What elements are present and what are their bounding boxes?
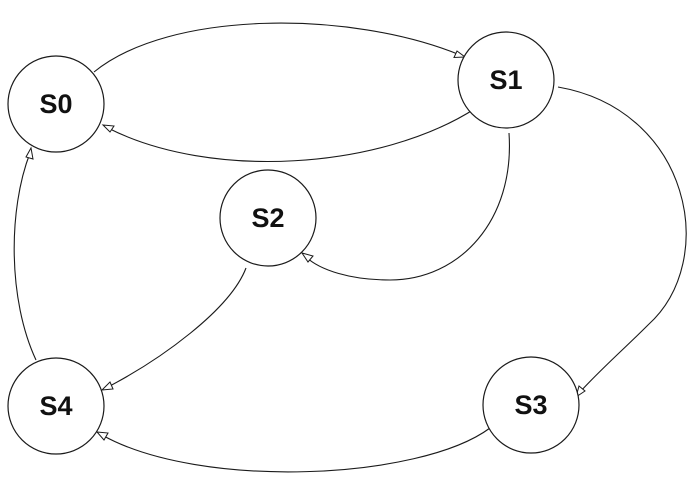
node-s0-circle [7,55,105,153]
node-s0: S0 [7,55,105,153]
edge-s1-to-s3 [557,86,687,393]
edges-layer [13,22,687,473]
node-s1-label: S1 [489,65,522,95]
node-s3: S3 [482,356,580,454]
edge-s4-to-s0 [13,152,37,361]
node-s4: S4 [7,357,105,455]
edge-s0-to-s1 [93,22,461,73]
node-s4-circle [7,357,105,455]
node-s4-label: S4 [39,391,72,421]
arrowhead-s3-to-s4 [95,431,109,441]
arrowhead-s1-to-s0 [101,124,115,133]
arrowhead-s1-to-s2 [300,252,314,263]
node-s2-label: S2 [251,203,284,233]
node-s3-label: S3 [514,390,547,420]
edge-s3-to-s4 [101,427,491,473]
edge-s2-to-s4 [105,267,247,389]
node-s0-label: S0 [39,89,72,119]
node-s1-circle [457,31,555,129]
node-s2: S2 [219,169,317,267]
arrowhead-s2-to-s4 [100,381,114,391]
edge-s1-to-s0 [107,107,477,162]
edge-s1-to-s2 [305,132,510,281]
arrowhead-s0-to-s1 [453,50,467,59]
nodes-layer: S0 S1 S2 S3 S4 [7,31,580,455]
node-s1: S1 [457,31,555,129]
node-s2-circle [219,169,317,267]
node-s3-circle [482,356,580,454]
arrowhead-s4-to-s0 [25,146,34,160]
